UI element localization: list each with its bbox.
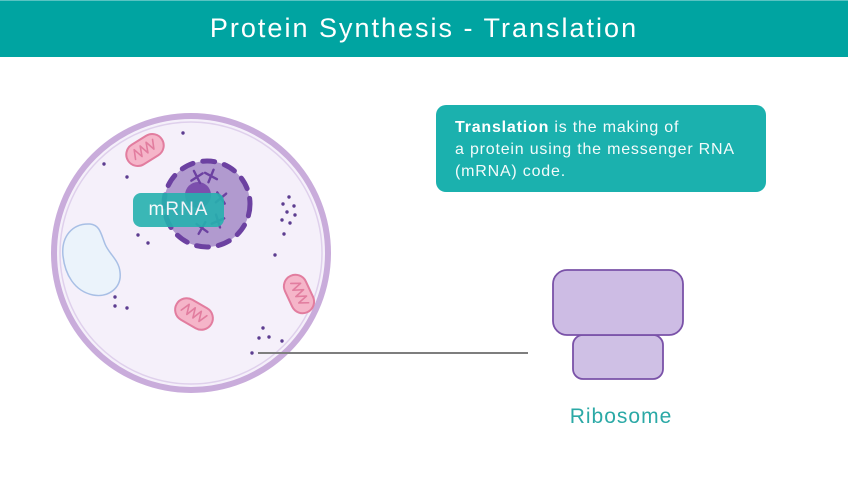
definition-highlight: Translation <box>455 119 550 136</box>
ribosome-dots <box>102 131 297 355</box>
page-title: Protein Synthesis - Translation <box>209 13 639 43</box>
ribosome-label: Ribosome <box>569 405 673 428</box>
mrna-label: mRNA <box>148 199 209 220</box>
definition-line-1: Translation is the making of <box>455 119 680 136</box>
cell-membrane-inner <box>59 121 323 385</box>
ribosome-small-subunit <box>572 334 664 380</box>
vacuole <box>62 223 121 297</box>
definition-line-3: (mRNA) code. <box>455 163 566 180</box>
cell-membrane <box>51 113 331 393</box>
mrna-label-tag: mRNA <box>133 193 224 227</box>
ribosome-large-subunit <box>552 269 684 336</box>
definition-line-2: a protein using the messenger RNA <box>455 141 735 158</box>
definition-box: Translation is the making of a protein u… <box>436 105 766 192</box>
header-banner: Protein Synthesis - Translation <box>0 0 848 57</box>
